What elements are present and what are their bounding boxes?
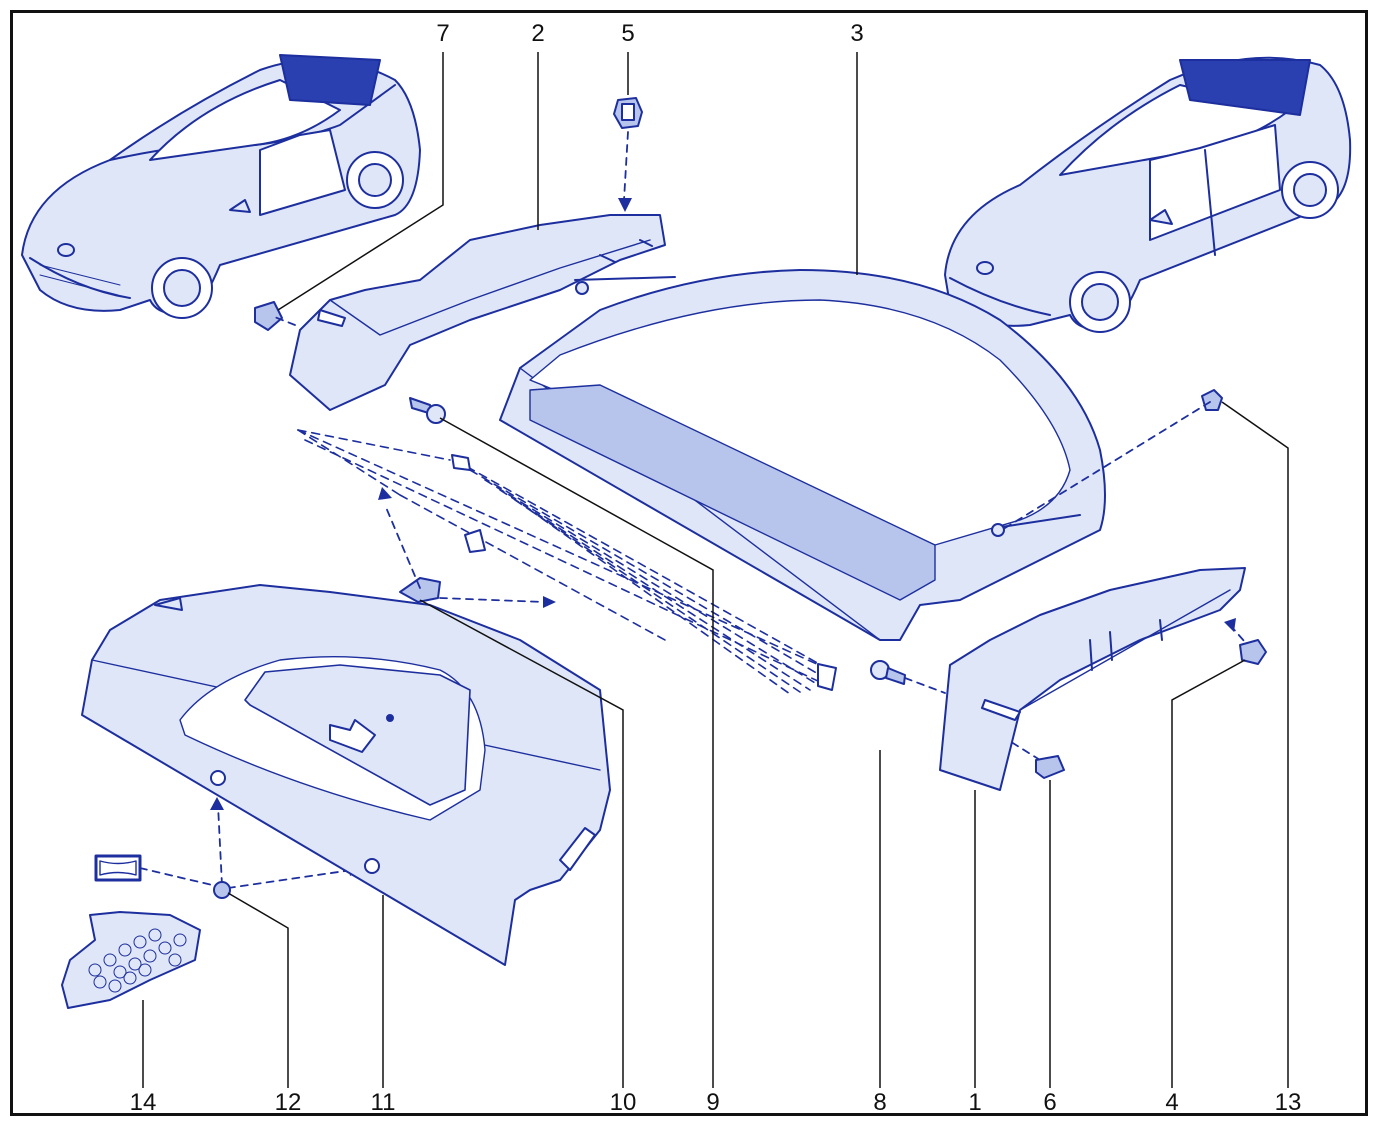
callout-8: 8 — [873, 1089, 887, 1116]
callout-10: 10 — [609, 1089, 637, 1116]
dashed-mesh-outline — [297, 429, 831, 695]
diagram-frame — [10, 10, 1368, 1116]
part-6-clip — [1035, 755, 1065, 779]
part-3-parcel-shelf — [499, 269, 1106, 641]
callout-4: 4 — [1165, 1089, 1179, 1116]
assembly-arrows — [139, 131, 1253, 889]
part-4-clip — [1239, 639, 1267, 665]
callout-leader-lines — [142, 52, 1289, 1088]
part-8-screw — [870, 660, 906, 685]
part-7-clip — [254, 301, 283, 331]
callout-11: 11 — [370, 1089, 396, 1116]
callout-2: 2 — [531, 20, 545, 47]
callout-6: 6 — [1043, 1089, 1057, 1116]
part-13-clip — [1201, 389, 1223, 411]
callout-9: 9 — [706, 1089, 720, 1116]
part-12-grommet — [213, 881, 231, 899]
coupe-car-illustration — [21, 54, 421, 319]
part-1-right-side-trim — [939, 567, 1246, 791]
callout-3: 3 — [850, 20, 864, 47]
part-2-left-side-trim — [289, 214, 666, 411]
part-14-mesh-tray — [61, 911, 201, 1009]
callout-5: 5 — [621, 20, 635, 47]
callout-1: 1 — [968, 1089, 982, 1116]
part-9-screw — [409, 397, 446, 424]
part-5-clip — [613, 97, 643, 129]
callout-12: 12 — [274, 1089, 302, 1116]
part-11-lower-shelf — [81, 584, 611, 966]
hatchback-car-illustration — [944, 56, 1352, 333]
callout-13: 13 — [1274, 1089, 1302, 1116]
callout-7: 7 — [436, 20, 450, 47]
label-plate-icon — [94, 854, 142, 882]
callout-14: 14 — [129, 1089, 157, 1116]
part-10-clip — [399, 577, 441, 603]
